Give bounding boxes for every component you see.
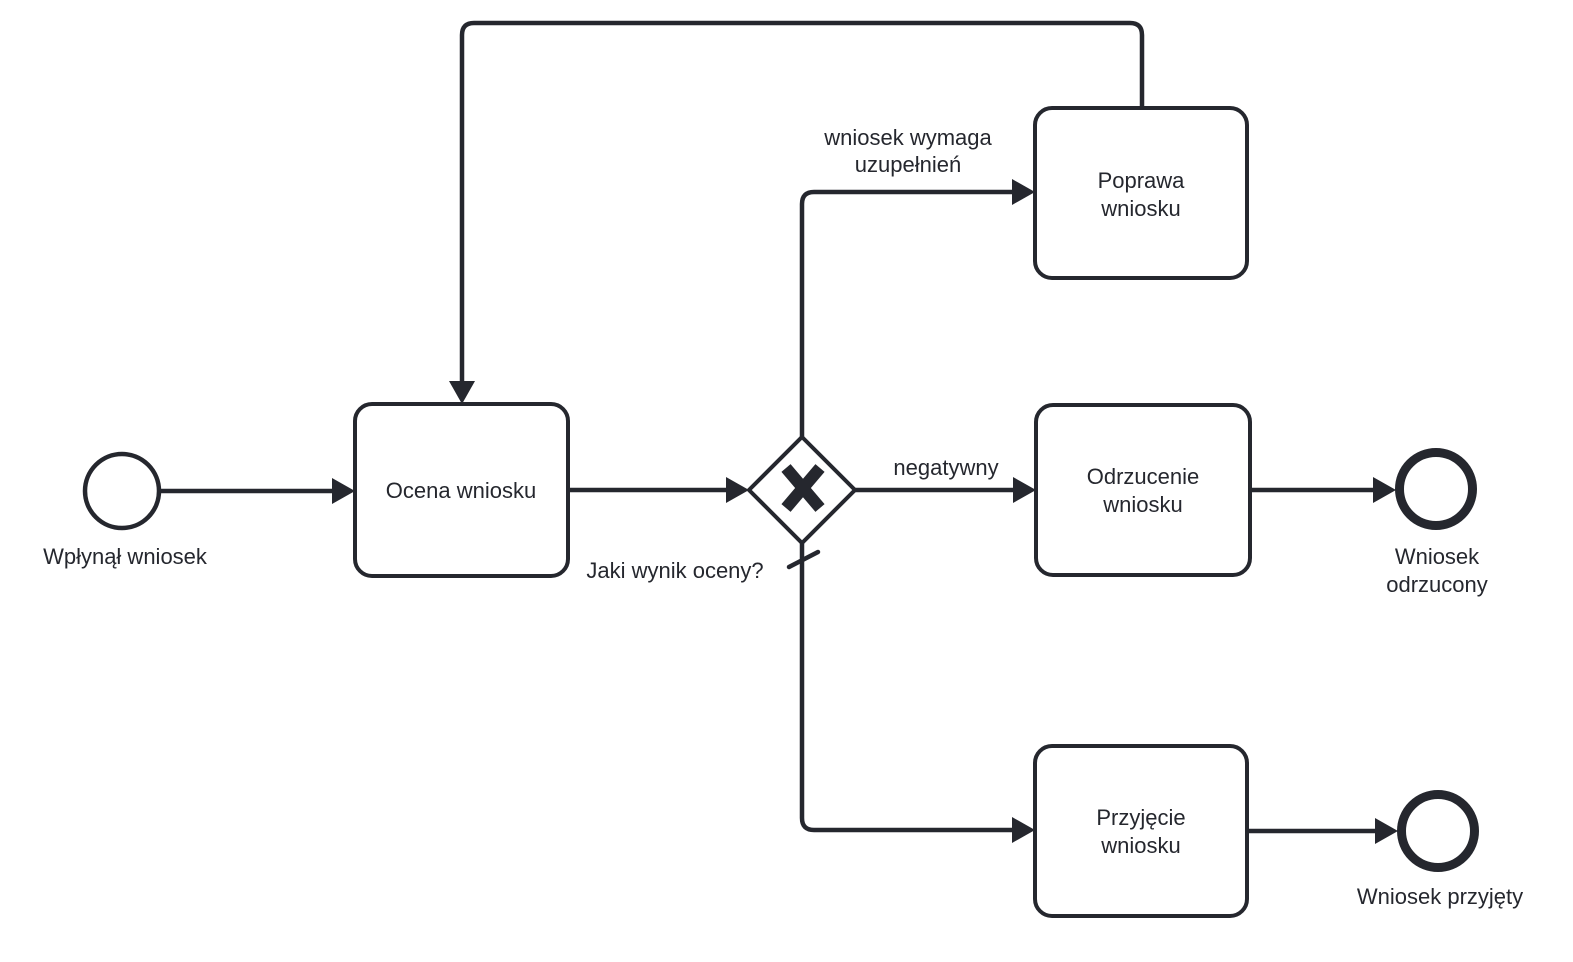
start-event-circle — [82, 451, 162, 531]
arrowhead-icon — [1373, 477, 1396, 503]
end-event-label-line1: Wniosek — [1395, 544, 1480, 569]
task-ocena-wniosku[interactable]: Ocena wniosku — [353, 402, 570, 578]
flow-gateway-to-poprawa — [799, 179, 1035, 438]
arrowhead-icon — [726, 477, 749, 503]
gateway-label: Jaki wynik oceny? — [586, 558, 763, 583]
arrowhead-icon — [1012, 179, 1035, 205]
flow-line — [799, 189, 1014, 438]
arrowhead-icon — [1375, 818, 1398, 844]
arrowhead-icon — [1012, 817, 1035, 843]
flow-przyjecie-to-end — [1247, 818, 1398, 844]
end-event-circle — [1395, 448, 1477, 530]
task-shape — [1033, 744, 1249, 918]
start-event[interactable] — [82, 451, 162, 531]
arrowhead-icon — [332, 478, 355, 504]
task-shape — [1034, 403, 1252, 577]
default-flow-slash-icon — [786, 549, 821, 570]
end-event-circle — [1397, 790, 1479, 872]
flow-line — [459, 20, 1145, 383]
end-event-label-line2: odrzucony — [1386, 572, 1488, 597]
flow-label-uzupelnien: uzupełnień — [855, 152, 961, 177]
task-shape — [1033, 106, 1249, 280]
task-odrzucenie-wniosku[interactable]: Odrzucenie wniosku — [1034, 403, 1252, 577]
arrowhead-icon — [1013, 477, 1036, 503]
task-label-line1: Przyjęcie — [1096, 805, 1185, 830]
task-label: Ocena wniosku — [386, 478, 536, 503]
task-poprawa-wniosku[interactable]: Poprawa wniosku — [1033, 106, 1249, 280]
end-event-label: Wniosek przyjęty — [1357, 884, 1523, 909]
flow-ocena-to-gateway — [568, 477, 749, 503]
flow-line — [799, 543, 1014, 833]
flow-gateway-to-odrzucenie — [855, 477, 1036, 503]
flow-start-to-ocena — [161, 478, 355, 504]
flow-odrzucenie-to-end — [1250, 477, 1396, 503]
task-label-line1: Odrzucenie — [1087, 464, 1200, 489]
flow-gateway-to-przyjecie — [786, 543, 1035, 843]
task-label-line2: wniosku — [1100, 196, 1180, 221]
flow-poprawa-to-ocena-loop — [449, 20, 1145, 404]
end-event-odrzucony[interactable] — [1395, 448, 1477, 530]
exclusive-gateway[interactable] — [746, 434, 858, 546]
task-przyjecie-wniosku[interactable]: Przyjęcie wniosku — [1033, 744, 1249, 918]
task-label-line1: Poprawa — [1098, 168, 1186, 193]
task-label-line2: wniosku — [1102, 492, 1182, 517]
flow-label-wniosek-wymaga: wniosek wymaga — [823, 125, 992, 150]
xor-marker-icon — [781, 464, 825, 512]
flow-label-negatywny: negatywny — [893, 455, 998, 480]
start-event-label: Wpłynął wniosek — [43, 544, 208, 569]
task-label-line2: wniosku — [1100, 833, 1180, 858]
task-shape — [353, 402, 570, 578]
end-event-przyjety[interactable] — [1397, 790, 1479, 872]
arrowhead-icon — [449, 381, 475, 404]
